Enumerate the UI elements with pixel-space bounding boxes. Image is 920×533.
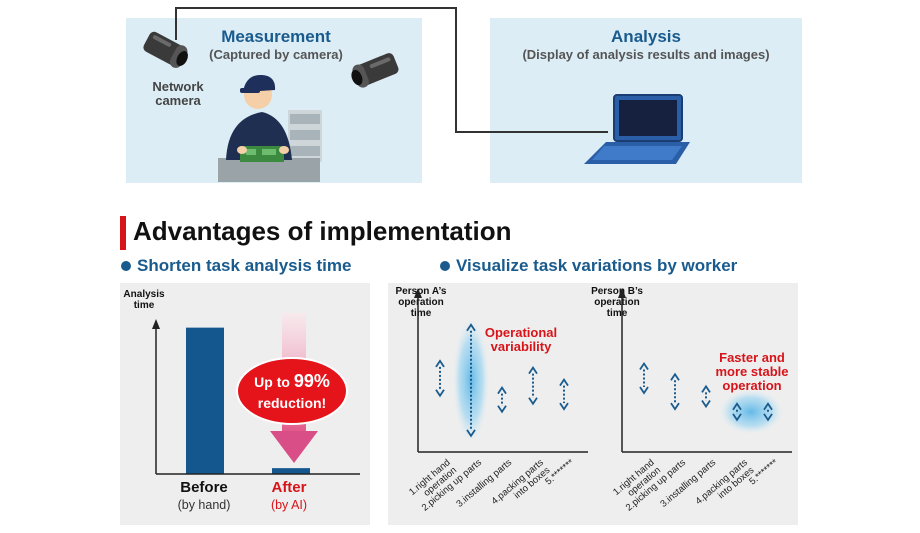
bullet-dot-icon — [121, 261, 131, 271]
range-up-arrow-icon — [528, 365, 538, 375]
after-sublabel: (by AI) — [270, 498, 308, 512]
range-down-arrow-icon — [701, 399, 711, 409]
range-up-arrow-icon — [763, 402, 773, 411]
reduction-badge: Up to 99% reduction! — [236, 357, 348, 425]
analysis-subtitle: (Display of analysis results and images) — [522, 47, 770, 62]
network-camera-icon — [143, 31, 188, 68]
range-up-arrow-icon — [732, 402, 742, 411]
range-up-arrow-icon — [559, 378, 569, 387]
faster-stable-note: Faster and more stable operation — [715, 350, 789, 393]
highlight-glow — [719, 389, 783, 434]
bar-after — [272, 468, 310, 474]
bar-before — [186, 327, 224, 474]
reduction-arrow-head — [270, 431, 318, 463]
range-down-arrow-icon — [670, 402, 680, 411]
network-cable — [175, 7, 608, 133]
time-chart-y-title: Analysis time — [123, 289, 165, 311]
y-axis-arrow-icon — [152, 319, 160, 329]
person-b-y-title: Person B’s operation time — [591, 286, 643, 319]
measurement-title: Measurement — [221, 27, 331, 46]
range-down-arrow-icon — [559, 402, 569, 411]
network-camera-label: Network camera — [152, 79, 204, 108]
y-axis-arrow-icon — [618, 288, 626, 298]
range-down-arrow-icon — [763, 413, 773, 422]
before-label: Before — [180, 479, 228, 496]
section-accent-bar — [120, 216, 126, 250]
worker-illustration — [218, 74, 322, 182]
right-subheading: Visualize task variations by worker — [440, 256, 737, 276]
measurement-subtitle: (Captured by camera) — [209, 47, 343, 62]
operational-variability-note: Operational variability — [484, 325, 558, 354]
person-a-y-title: Person A’s operation time — [395, 286, 447, 319]
left-subheading: Shorten task analysis time — [121, 256, 351, 276]
advantages-title: Advantages of implementation — [133, 216, 512, 246]
range-down-arrow-icon — [528, 397, 538, 406]
range-down-arrow-icon — [435, 389, 445, 398]
range-up-arrow-icon — [639, 361, 649, 371]
analysis-title: Analysis — [611, 27, 681, 46]
laptop-icon — [584, 94, 690, 164]
range-down-arrow-icon — [639, 386, 649, 395]
range-up-arrow-icon — [670, 372, 680, 381]
range-up-arrow-icon — [701, 384, 711, 393]
system-illustration — [143, 7, 690, 182]
range-down-arrow-icon — [466, 429, 476, 438]
camera-icon — [351, 53, 399, 88]
y-axis-arrow-icon — [414, 288, 422, 298]
range-down-arrow-icon — [497, 405, 507, 414]
after-label: After — [271, 479, 307, 496]
range-up-arrow-icon — [435, 359, 445, 368]
bullet-dot-icon — [440, 261, 450, 271]
range-up-arrow-icon — [466, 323, 476, 332]
range-up-arrow-icon — [497, 386, 507, 395]
range-down-arrow-icon — [732, 413, 742, 422]
before-sublabel: (by hand) — [177, 498, 231, 512]
